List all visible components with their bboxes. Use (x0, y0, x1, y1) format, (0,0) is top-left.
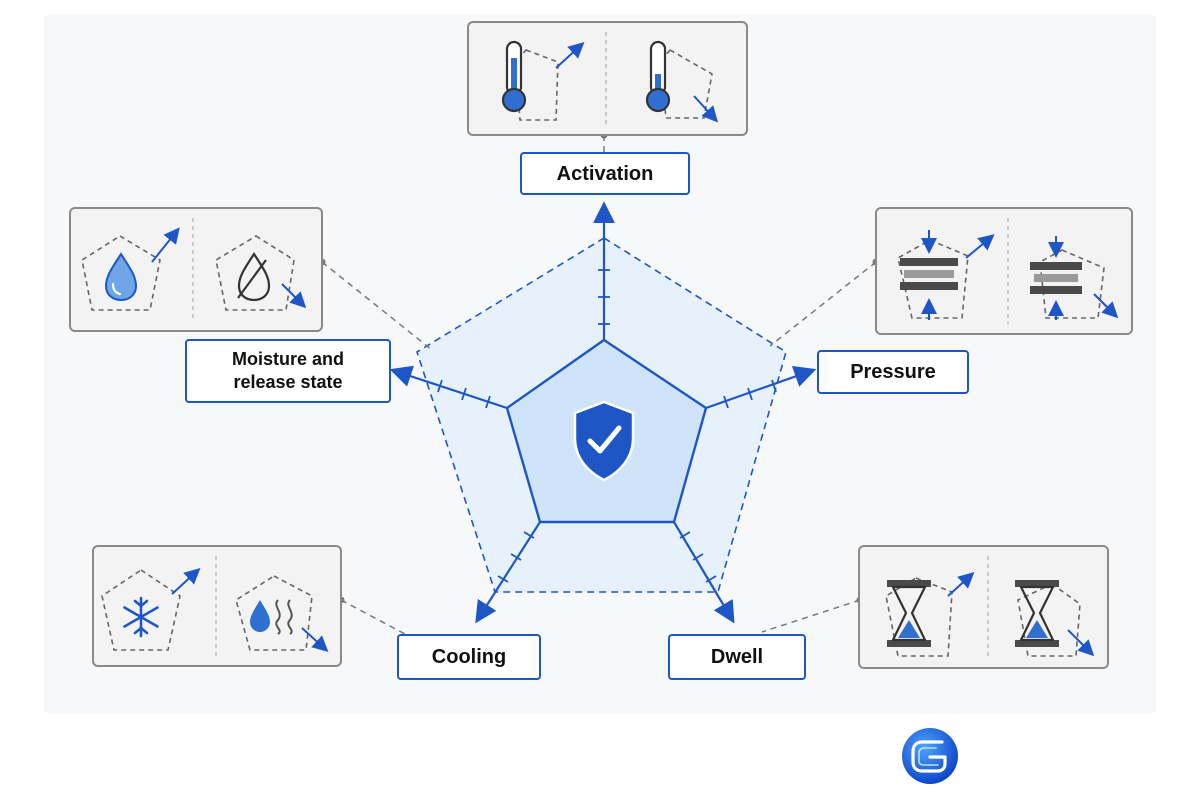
thermometer-down-icon (645, 40, 719, 123)
axis-label-activation: Activation (520, 152, 690, 195)
axis-label-pressure: Pressure (817, 350, 969, 394)
radar-axes (389, 201, 817, 624)
activation-icon-box (467, 21, 748, 136)
droplet-steam-down-icon (235, 575, 329, 653)
axis-dwell (673, 521, 735, 624)
pressure-icon-box (875, 207, 1133, 335)
thermometer-up-icon (501, 40, 585, 121)
press-plates-up-icon (897, 230, 995, 320)
shield-check-icon (573, 400, 635, 482)
press-plates-down-icon (1030, 236, 1119, 320)
dwell-icon-box (858, 545, 1109, 669)
hourglass-up-icon (885, 571, 975, 657)
droplet-crossed-down-icon (215, 235, 307, 311)
hourglass-down-icon (1015, 580, 1095, 657)
cooling-icon-box (92, 545, 342, 667)
axis-ticks (437, 269, 777, 583)
moisture-icon-box (69, 207, 323, 332)
snowflake-up-icon (101, 567, 201, 651)
brand-logo-icon (902, 728, 958, 784)
axis-label-moisture: Moisture and release state (185, 339, 391, 403)
axis-pressure (705, 366, 817, 410)
axis-cooling (475, 521, 541, 624)
droplet-up-icon (81, 227, 180, 311)
axis-label-cooling: Cooling (397, 634, 541, 680)
axis-label-dwell: Dwell (668, 634, 806, 680)
